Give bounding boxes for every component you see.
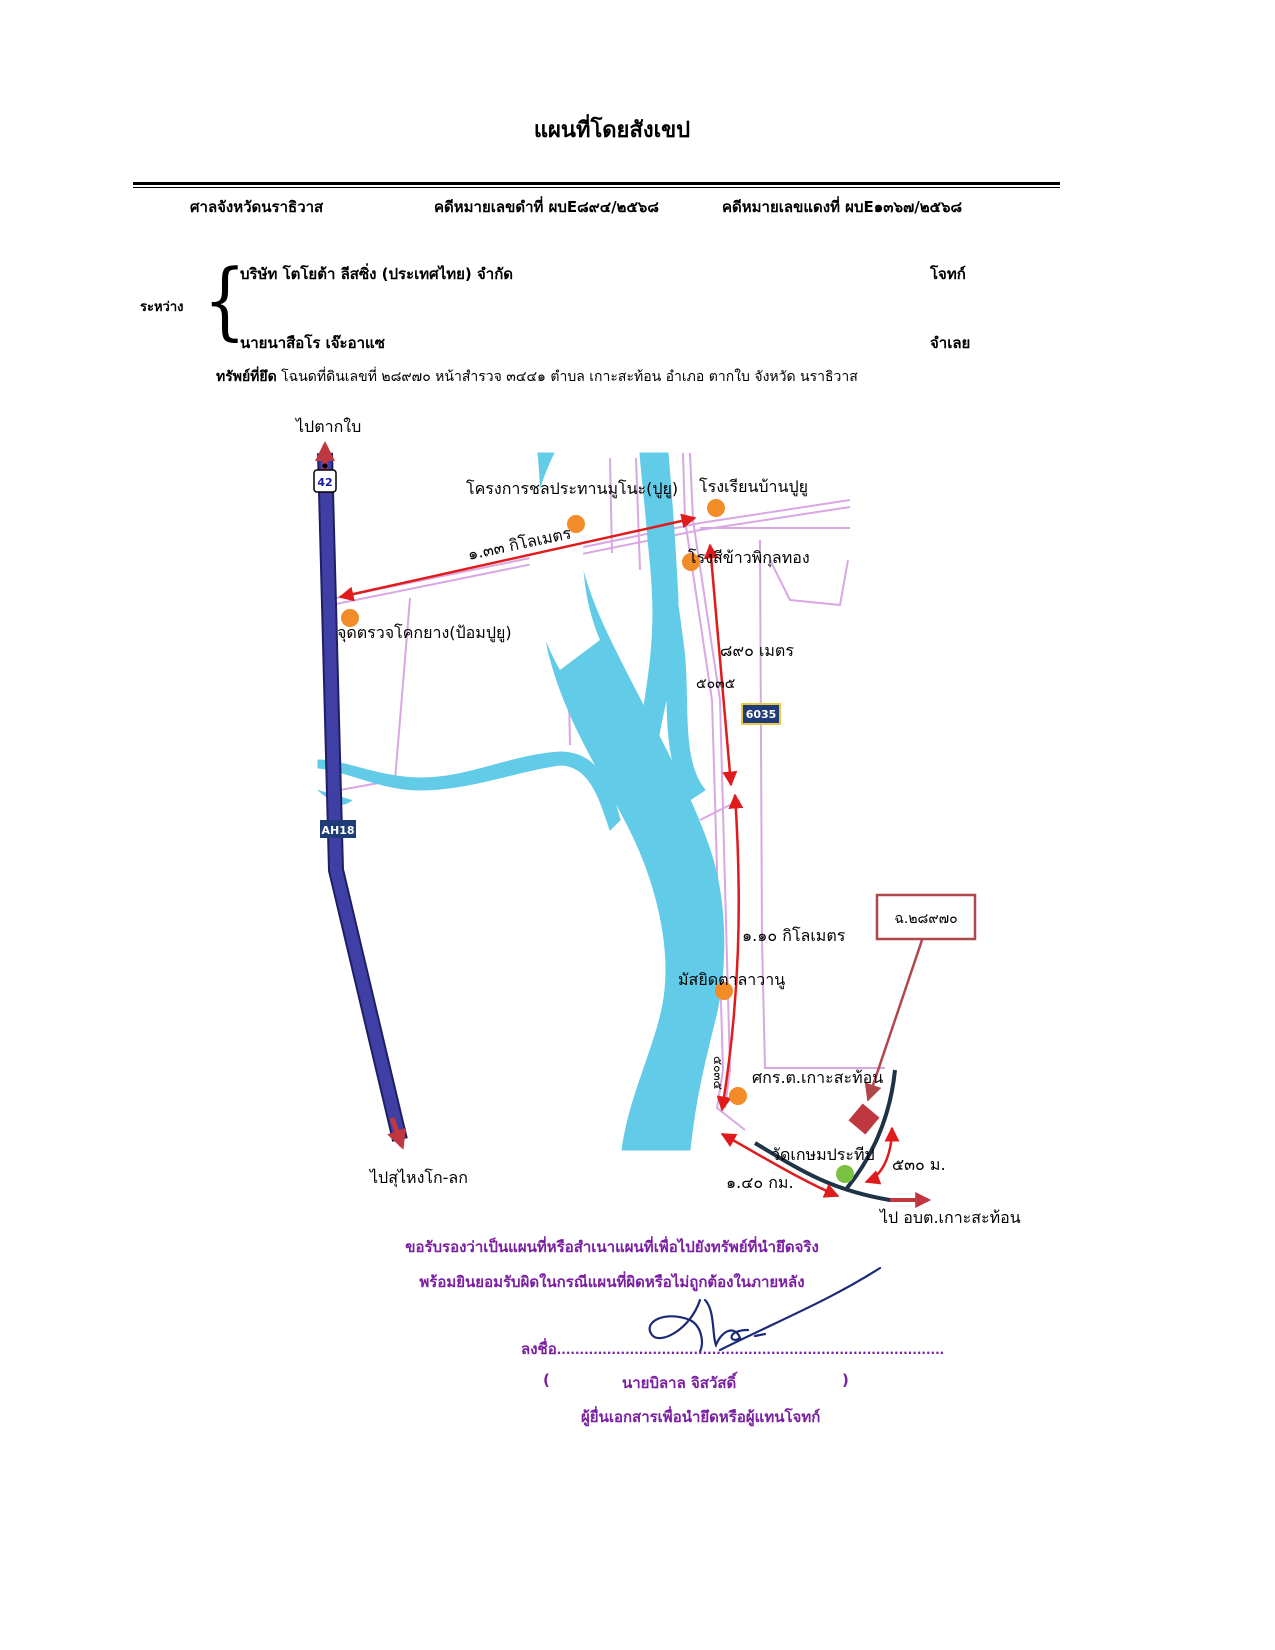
- label-school: โรงเรียนบ้านปูยู: [699, 477, 808, 497]
- deed-callout-box: [875, 893, 977, 941]
- label-road-5035-south: ๕๐๓๕: [711, 1056, 725, 1090]
- poi-checkpoint: [341, 609, 359, 627]
- label-dist-890: ๘๙๐ เมตร: [720, 641, 794, 660]
- seized-asset: ทรัพย์ที่ยึด โฉนดที่ดินเลขที่ ๒๘๙๗๐ หน้า…: [216, 366, 858, 388]
- shield-ah18: [320, 820, 356, 838]
- label-tambon-center: ศกร.ต.เกาะสะท้อน: [752, 1068, 883, 1087]
- label-rice-mill: โรงสีข้าวพิกุลทอง: [688, 548, 810, 568]
- certification-line-2: พร้อมยินยอมรับผิดในกรณีแผนที่ผิดหรือไม่ถ…: [419, 1273, 805, 1291]
- court-name: ศาลจังหวัดนราธิวาส: [190, 198, 324, 216]
- poi-irrigation-project: [567, 515, 585, 533]
- shield-42: [313, 463, 337, 493]
- seized-asset-label: ทรัพย์ที่ยึด: [216, 369, 277, 385]
- signature-dots: ........................................…: [556, 1343, 945, 1357]
- certification-line-1: ขอรับรองว่าเป็นแผนที่หรือสำเนาแผนที่เพื่…: [405, 1238, 819, 1256]
- label-road-5035-north: ๕๐๓๕: [696, 676, 735, 692]
- route-arrows: [338, 513, 900, 1198]
- label-mosque: มัสยิดตาลาวานู: [678, 970, 785, 990]
- label-to-takbai: ไปตากใบ: [294, 417, 361, 436]
- shield-6035: [741, 703, 781, 725]
- deed-property-marker: [848, 1103, 880, 1135]
- signature-label: ลงชื่อ: [521, 1340, 557, 1358]
- plaintiff-name: บริษัท โตโยต้า ลีสซิ่ง (ประเทศไทย) จำกัด: [240, 265, 514, 283]
- label-to-tambon-office: ไป อบต.เกาะสะท้อน: [878, 1208, 1021, 1227]
- header-rule-thick: [133, 182, 1060, 185]
- shield-6035-label: 6035: [746, 708, 777, 721]
- poi-tambon-center: [729, 1087, 747, 1105]
- red-case-number: คดีหมายเลขแดงที่ ผบE๑๓๖๗/๒๕๖๘: [722, 198, 963, 216]
- label-dist-1-10: ๑.๑๐ กิโลเมตร: [742, 926, 846, 945]
- label-temple: วัดเกษมประทีป: [771, 1145, 875, 1164]
- between-label: ระหว่าง: [140, 300, 184, 315]
- label-dist-1-40: ๑.๔๐ กม.: [726, 1173, 794, 1192]
- black-case-number: คดีหมายเลขดำที่ ผบE๘๙๔/๒๕๖๘: [434, 198, 659, 216]
- plaintiff-role: โจทก์: [930, 265, 966, 283]
- deed-callout-pointer: [864, 939, 924, 1102]
- defendant-role: จำเลย: [930, 334, 971, 352]
- signer-name: นายบิลาล จิสวัสดิ์: [622, 1374, 737, 1392]
- poi-mosque: [715, 982, 733, 1000]
- poi-temple: [836, 1165, 854, 1183]
- label-irrigation-project: โครงการชลประทานมูโนะ(ปูยู): [466, 479, 678, 499]
- poi-school: [707, 499, 725, 517]
- deed-callout-label: ฉ.๒๘๙๗๐: [894, 911, 957, 927]
- label-dist-530: ๕๓๐ ม.: [892, 1155, 946, 1174]
- sketch-map: 42 6035 AH18 ฉ.๒๘๙๗๐ ไปตากใบ ไปสุไหงโก-ล…: [294, 417, 1021, 1354]
- highway-arrow-south: [387, 1117, 407, 1150]
- label-to-sungai-kolok: ไปสุไหงโก-ลก: [368, 1168, 468, 1188]
- highway-ah18: [317, 452, 408, 1142]
- signer-close-paren: ): [842, 1371, 849, 1389]
- seized-asset-text: โฉนดที่ดินเลขที่ ๒๘๙๗๐ หน้าสำรวจ ๓๔๔๑ ตำ…: [281, 369, 858, 385]
- signature-scribble: [648, 1266, 882, 1354]
- shield-ah18-label: AH18: [321, 824, 354, 837]
- header-rule-thin: [133, 187, 1060, 188]
- brace-icon: {: [203, 251, 247, 349]
- signer-open-paren: (: [543, 1371, 550, 1389]
- signature-line: ลงชื่อ..................................…: [521, 1337, 944, 1361]
- signer-role: ผู้ยื่นเอกสารเพื่อนำยึดหรือผู้แทนโจทก์: [581, 1408, 821, 1426]
- shield-42-label: 42: [317, 476, 332, 489]
- label-checkpoint: จุดตรวจโคกยาง(ป้อมปูยู): [337, 623, 512, 643]
- page-title: แผนที่โดยสังเขป: [533, 118, 691, 143]
- poi-rice-mill: [682, 553, 700, 571]
- defendant-name: นายนาสือโร เจ๊ะอาแซ: [240, 334, 385, 352]
